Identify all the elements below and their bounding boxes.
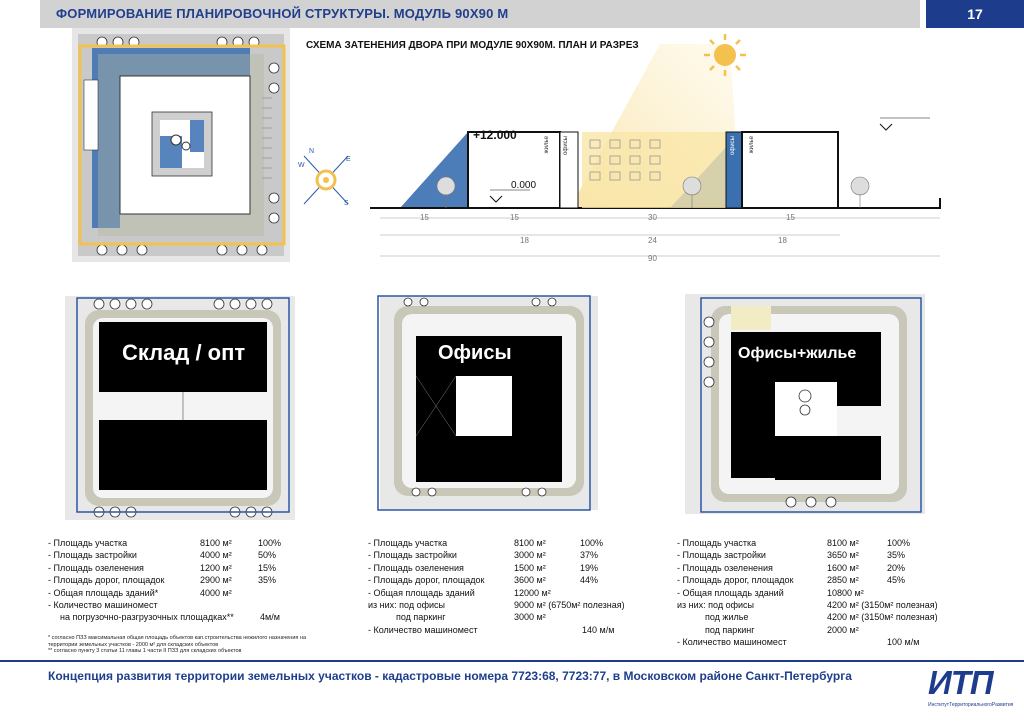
level-zero: 0.000 [511,180,537,191]
sun-icon [704,34,746,76]
compass-s: S [344,200,349,207]
section-drawing [370,34,941,257]
compass-n: N [309,148,315,155]
dim-total: 90 [648,254,657,263]
shading-plan [72,28,290,262]
stats-row: - Количество машиномест [48,599,158,610]
section-label-2: офисы [563,136,569,155]
stats-notes: * согласно ПЗЗ максимальная общая площад… [48,635,307,655]
stats-row: - Общая площадь зданий*4000 м² [48,587,232,598]
dim-top-1: 15 [420,213,429,222]
plan-2-label: Офисы [438,342,512,364]
header-bar [40,0,920,28]
itp-logo-subtitle: ИнститутТерриториальногоРазвития [928,702,1014,708]
itp-logo: ИТП [928,664,994,701]
plan-offices-housing [681,292,929,522]
footer-divider [0,660,1024,662]
compass-e: E [346,156,351,163]
dim-top-3: 30 [648,213,657,222]
dim-mid-1: 18 [520,236,529,245]
plan-warehouse [55,292,302,524]
footer-caption: Концепция развития территории земельных … [48,669,852,683]
section-label-3: офисы [730,136,736,155]
page-number: 17 [926,0,1024,28]
dim-top-2: 15 [510,213,519,222]
page-title: ФОРМИРОВАНИЕ ПЛАНИРОВОЧНОЙ СТРУКТУРЫ. МО… [56,6,509,21]
plan-3-label: Офисы+жилье [738,345,857,362]
plan-offices [376,292,602,514]
dim-mid-3: 18 [778,236,787,245]
section-label-1: жильё [544,136,550,154]
compass-rose [303,155,349,205]
section-label-4: жильё [749,136,755,154]
dim-top-4: 15 [786,213,795,222]
dim-mid-2: 24 [648,236,657,245]
compass-w: W [298,162,305,169]
stats-row: на погрузочно-разгрузочных площадках**4м… [60,612,280,623]
level-top: +12.000 [473,128,517,142]
section-title: СХЕМА ЗАТЕНЕНИЯ ДВОРА ПРИ МОДУЛЕ 90Х90М.… [306,40,639,51]
plan-1-label: Склад / опт [122,340,246,365]
